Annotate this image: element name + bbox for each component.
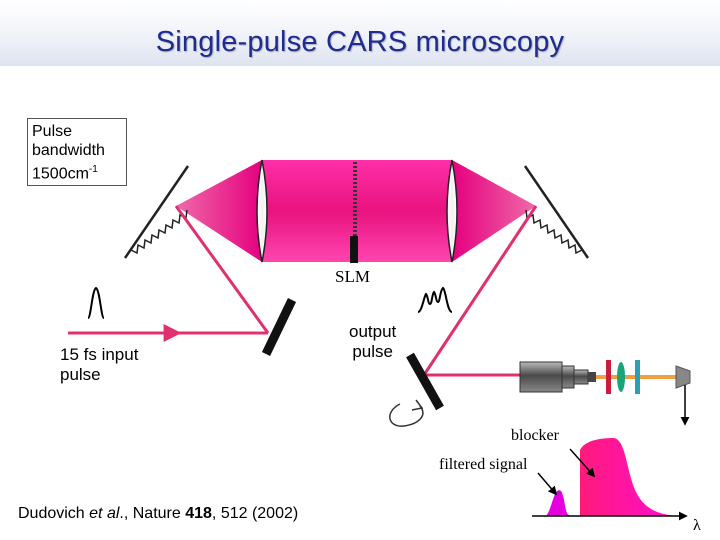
input-pulse-icon bbox=[87, 286, 105, 319]
grating-right bbox=[523, 165, 590, 259]
output-beam-down bbox=[422, 205, 538, 376]
filtered-signal-peak bbox=[546, 490, 570, 516]
filtered-pointer bbox=[537, 472, 558, 496]
blocker-label: blocker bbox=[511, 427, 559, 444]
output-pulse-icon bbox=[417, 286, 453, 313]
spectral-fan-right bbox=[452, 160, 536, 262]
bandwidth-line1: Pulse bbox=[32, 123, 73, 140]
lambda-label: λ bbox=[693, 517, 701, 534]
spectral-fan-left bbox=[176, 160, 262, 262]
blocker-filter bbox=[635, 360, 640, 394]
lens-left bbox=[256, 159, 268, 263]
output-pulse-label: output pulse bbox=[349, 322, 397, 361]
rotation-arrow-icon bbox=[389, 403, 424, 427]
blocked-spectrum bbox=[580, 438, 676, 516]
detector bbox=[675, 365, 691, 389]
bandwidth-line3: 1500cm-1 bbox=[32, 164, 98, 183]
input-pulse-label: 15 fs input pulse bbox=[60, 345, 139, 384]
scanning-mirror bbox=[406, 352, 444, 411]
objective-lens bbox=[519, 361, 596, 393]
slm-label: SLM bbox=[335, 267, 370, 286]
filtered-signal-label: filtered signal bbox=[439, 456, 528, 473]
lens-right bbox=[446, 159, 458, 263]
bandwidth-box: Pulse bandwidth 1500cm-1 bbox=[27, 118, 127, 186]
blocker-pointer bbox=[569, 448, 596, 478]
collection-lens bbox=[617, 362, 625, 392]
beam-to-grating bbox=[174, 205, 270, 334]
input-mirror bbox=[261, 298, 297, 356]
beam-to-grating-arrow bbox=[211, 255, 251, 309]
title-band bbox=[0, 0, 720, 66]
output-beam-arrow bbox=[475, 259, 501, 297]
citation: Dudovich et al., Nature 418, 512 (2002) bbox=[18, 505, 299, 522]
grating-left bbox=[123, 165, 190, 259]
slm-base bbox=[350, 236, 358, 263]
page-title: Single-pulse CARS microscopy bbox=[155, 26, 565, 58]
bandwidth-line2: bandwidth bbox=[32, 142, 105, 159]
sample-filter bbox=[606, 360, 611, 394]
